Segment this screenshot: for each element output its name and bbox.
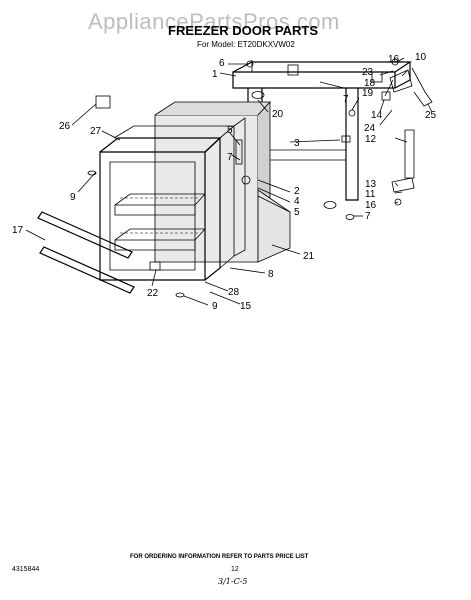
callout-23: 23 (362, 67, 374, 78)
hinge-assembly (389, 67, 433, 193)
callout-20: 20 (272, 109, 284, 120)
callout-5a: 5 (227, 125, 233, 136)
callout-7c: 7 (365, 211, 371, 222)
callout-8: 8 (268, 269, 274, 280)
watermark: AppliancePartsPros.com (88, 9, 340, 34)
callout-17: 17 (12, 225, 24, 236)
page-number: 12 (231, 566, 239, 573)
callout-5b: 5 (294, 207, 300, 218)
diagram-title: FREEZER DOOR PARTS (168, 23, 318, 38)
callout-9a: 9 (70, 192, 76, 203)
callout-11: 11 (365, 189, 376, 200)
callout-21: 21 (303, 251, 315, 262)
callout-13: 13 (365, 179, 377, 190)
callout-3: 3 (294, 138, 300, 149)
callout-28: 28 (228, 287, 240, 298)
callout-12: 12 (365, 134, 377, 145)
callout-15: 15 (240, 301, 252, 312)
callout-2: 2 (294, 186, 300, 197)
callout-7b: 7 (227, 152, 233, 163)
callout-27: 27 (90, 126, 102, 137)
callout-19: 19 (362, 88, 374, 99)
callout-7: 7 (343, 94, 349, 105)
callout-25: 25 (425, 110, 437, 121)
callout-4: 4 (294, 196, 300, 207)
handwritten-note: 3/1-C-5 (218, 577, 248, 586)
callout-18: 18 (364, 78, 376, 89)
callout-1: 1 (212, 69, 218, 80)
callout-labels: 6 1 16 10 23 18 19 7 20 14 24 25 12 5 3 … (12, 52, 437, 312)
callout-22: 22 (147, 288, 159, 299)
door-shelves (114, 193, 206, 251)
ordering-note: FOR ORDERING INFORMATION REFER TO PARTS … (130, 554, 309, 560)
door-handles (37, 211, 135, 294)
part-number: 4315844 (12, 566, 39, 573)
callout-14: 14 (371, 110, 383, 121)
callout-10: 10 (415, 52, 427, 63)
callout-24: 24 (364, 123, 376, 134)
callout-9b: 9 (212, 301, 218, 312)
inner-door (99, 117, 246, 281)
leader-lines (25, 57, 433, 306)
callout-16b: 16 (365, 200, 377, 211)
callout-26: 26 (59, 121, 71, 132)
callout-6: 6 (219, 58, 225, 69)
small-parts (87, 58, 402, 298)
diagram-subtitle: For Model: ET20DKXVW02 (197, 40, 295, 49)
callout-16: 16 (388, 54, 400, 65)
